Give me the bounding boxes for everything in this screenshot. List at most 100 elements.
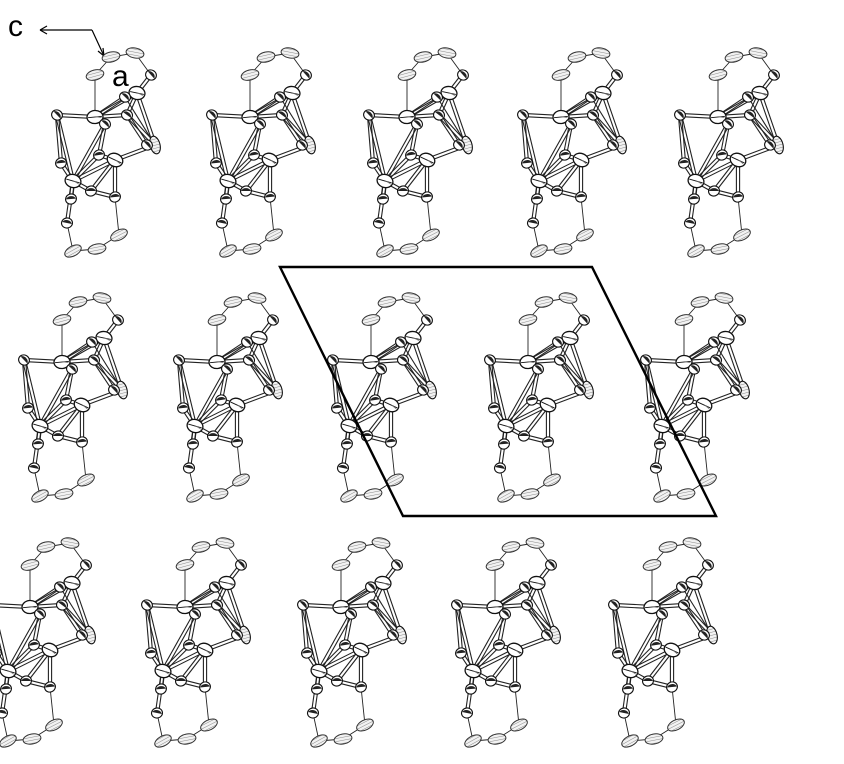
- carbon-atom: [422, 228, 440, 242]
- bond: [94, 358, 116, 390]
- carbon-atom: [340, 489, 358, 503]
- bond: [125, 115, 147, 147]
- carbon-atom: [31, 489, 49, 503]
- bond: [593, 113, 615, 145]
- carbon-atom: [110, 228, 128, 242]
- carbon-atom: [371, 537, 391, 549]
- bond: [194, 403, 237, 426]
- bond: [319, 614, 353, 673]
- carbon-atom: [92, 292, 112, 304]
- bond: [176, 360, 182, 409]
- bond: [330, 360, 348, 427]
- bond: [520, 115, 526, 164]
- bond: [681, 586, 713, 636]
- bond: [21, 360, 27, 409]
- carbon-atom: [240, 69, 260, 81]
- carbon-atom: [576, 228, 594, 242]
- carbon-atom: [733, 228, 751, 242]
- bond: [0, 628, 11, 671]
- carbon-atom: [485, 559, 505, 571]
- bond: [54, 115, 60, 164]
- bond: [163, 614, 197, 673]
- molecular-unit: [141, 537, 251, 748]
- bond: [454, 605, 460, 654]
- carbon-atom: [708, 69, 728, 81]
- bond: [247, 360, 269, 392]
- carbon-atom: [520, 488, 540, 500]
- bond: [703, 441, 709, 481]
- bond: [49, 686, 55, 726]
- bond: [209, 115, 215, 164]
- carbon-atom: [77, 473, 95, 487]
- carbon-atom: [363, 488, 383, 500]
- bond: [472, 648, 515, 671]
- bond: [677, 115, 695, 182]
- carbon-atom: [558, 292, 578, 304]
- carbon-atom: [501, 541, 521, 553]
- bond: [487, 360, 505, 427]
- bond: [0, 642, 7, 672]
- bond: [504, 367, 538, 426]
- bond: [671, 686, 677, 726]
- carbon-atom: [376, 244, 394, 258]
- molecular-unit: [297, 537, 407, 748]
- bond: [682, 605, 704, 637]
- bond: [25, 359, 43, 426]
- molecular-unit: [484, 292, 594, 503]
- bond: [471, 612, 505, 671]
- bond: [236, 441, 242, 481]
- carbon-atom: [219, 244, 237, 258]
- bond: [304, 604, 322, 671]
- carbon-atom: [347, 541, 367, 553]
- carbon-atom: [413, 51, 433, 63]
- bond: [580, 196, 586, 236]
- carbon-atom: [377, 296, 397, 308]
- carbon-atom: [401, 292, 421, 304]
- carbon-atom: [85, 69, 105, 81]
- carbon-atom: [223, 296, 243, 308]
- bond: [144, 605, 162, 672]
- bond: [209, 115, 227, 182]
- carbon-atom: [553, 243, 573, 255]
- carbon-atom: [64, 244, 82, 258]
- bond: [401, 360, 423, 392]
- bond: [537, 122, 571, 181]
- bond: [454, 605, 472, 672]
- carbon-atom: [644, 733, 664, 745]
- bond: [226, 122, 260, 181]
- bond: [590, 96, 622, 146]
- carbon-atom: [209, 488, 229, 500]
- bond: [180, 359, 198, 426]
- carbon-atom: [0, 734, 17, 748]
- carbon-atom: [356, 718, 374, 732]
- bond: [400, 341, 432, 391]
- bond: [714, 360, 736, 392]
- bond: [279, 96, 311, 146]
- carbon-atom: [175, 559, 195, 571]
- bond: [282, 113, 304, 145]
- bond: [694, 122, 728, 181]
- bond: [227, 158, 270, 181]
- carbon-atom: [333, 733, 353, 745]
- bond: [390, 441, 396, 481]
- bond: [748, 115, 770, 147]
- bond: [71, 122, 105, 181]
- molecular-layers: [0, 47, 784, 748]
- carbon-atom: [186, 489, 204, 503]
- bond: [458, 604, 476, 671]
- bond: [162, 648, 205, 671]
- bond: [524, 114, 542, 181]
- carbon-atom: [247, 292, 267, 304]
- molecular-unit: [674, 47, 784, 258]
- carbon-atom: [676, 488, 696, 500]
- bond: [611, 605, 629, 672]
- bond: [696, 124, 730, 183]
- molecular-unit: [517, 47, 627, 258]
- bond: [527, 603, 549, 635]
- carbon-atom: [191, 541, 211, 553]
- carbon-atom: [256, 51, 276, 63]
- carbon-atom: [101, 51, 121, 63]
- bond: [439, 113, 461, 145]
- carbon-atom: [125, 47, 145, 59]
- bond: [54, 115, 72, 182]
